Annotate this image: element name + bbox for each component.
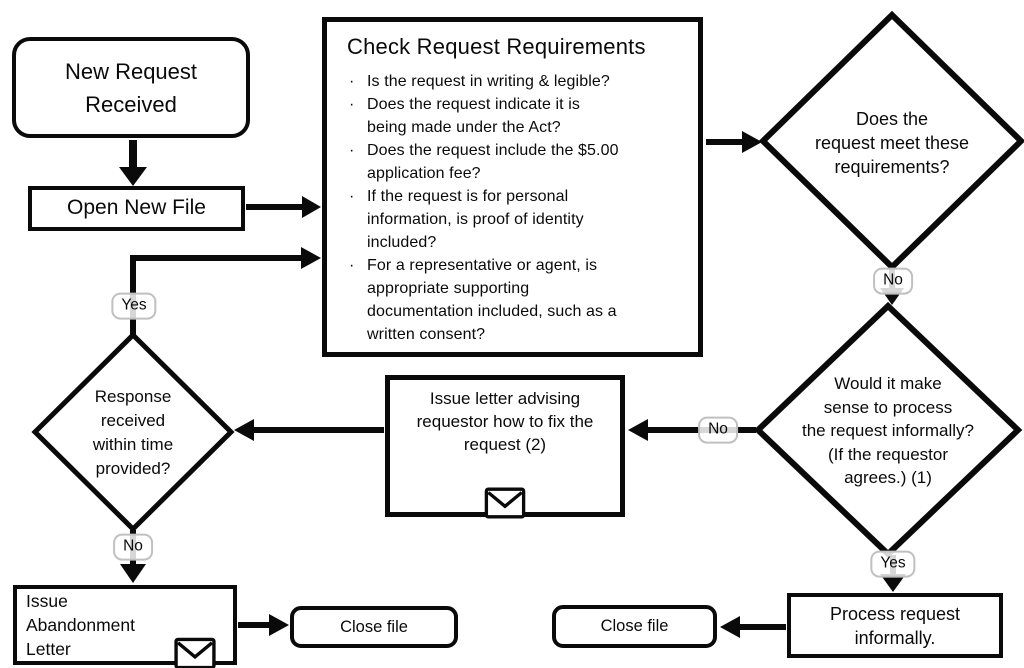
node-issue-fix-letter: Issue letter advising requestor how to f… [385,375,625,519]
bullet-dot: · [349,72,355,90]
envelope-icon [173,613,217,668]
bullet-item: · If the request is for personal informa… [345,185,686,254]
node-process-request-informally: Process request informally. [787,593,1003,658]
decision-diamond-informal [753,301,1023,559]
node-close-file-left: Close file [290,606,458,648]
bullet-item: · For a representative or agent, is appr… [345,254,686,346]
edge-label-informal-yes: Yes [870,550,916,578]
bullet-text: For a representative or agent, is approp… [367,256,617,343]
bullet-dot: · [349,256,355,274]
issue-fix-letter-label: Issue letter advising requestor how to f… [416,389,594,454]
bullet-item: · Does the request include the $5.00 app… [345,139,686,185]
bullet-dot: · [349,141,355,159]
arrow-issue-fix-to-response [234,419,384,441]
bullet-dot: · [349,95,355,113]
bullet-item: · Is the request in writing & legible? [345,70,686,93]
arrow-check-to-meets-requirements [706,131,762,153]
node-new-request-received: New Request Received [12,37,250,138]
envelope-icon [484,463,526,526]
issue-abandonment-label: Issue Abandonment Letter [26,591,135,659]
bullet-text: Does the request include the $5.00 appli… [367,141,619,182]
edge-label-meets-requirements-no: No [873,267,913,295]
edge-label-response-yes: Yes [111,292,157,320]
arrow-new-request-to-open-file [119,140,147,186]
edge-label-informal-no: No [698,416,738,444]
bullet-text: If the request is for personal informati… [367,187,584,251]
check-requirements-title: Check Request Requirements [347,34,646,59]
bullet-item: · Does the request indicate it is being … [345,93,686,139]
bullet-text: Is the request in writing & legible? [367,72,610,90]
check-requirements-bullet-list: · Is the request in writing & legible? ·… [345,70,686,346]
node-open-new-file: Open New File [28,186,245,231]
edge-label-response-no: No [113,533,153,561]
decision-diamond-meets-requirements [758,10,1024,272]
bullet-dot: · [349,187,355,205]
arrow-abandonment-to-close-file [238,614,289,636]
arrow-open-file-to-check [246,196,321,218]
arrow-process-informally-to-close-file [720,616,786,638]
bullet-text: Does the request indicate it is being ma… [367,95,580,136]
node-issue-abandonment-letter: Issue Abandonment Letter [13,585,237,668]
node-close-file-right: Close file [552,605,717,648]
node-check-request-requirements: Check Request Requirements · Is the requ… [322,17,703,357]
decision-diamond-response-received [31,331,235,533]
arrow-response-yes-to-check [130,247,321,336]
